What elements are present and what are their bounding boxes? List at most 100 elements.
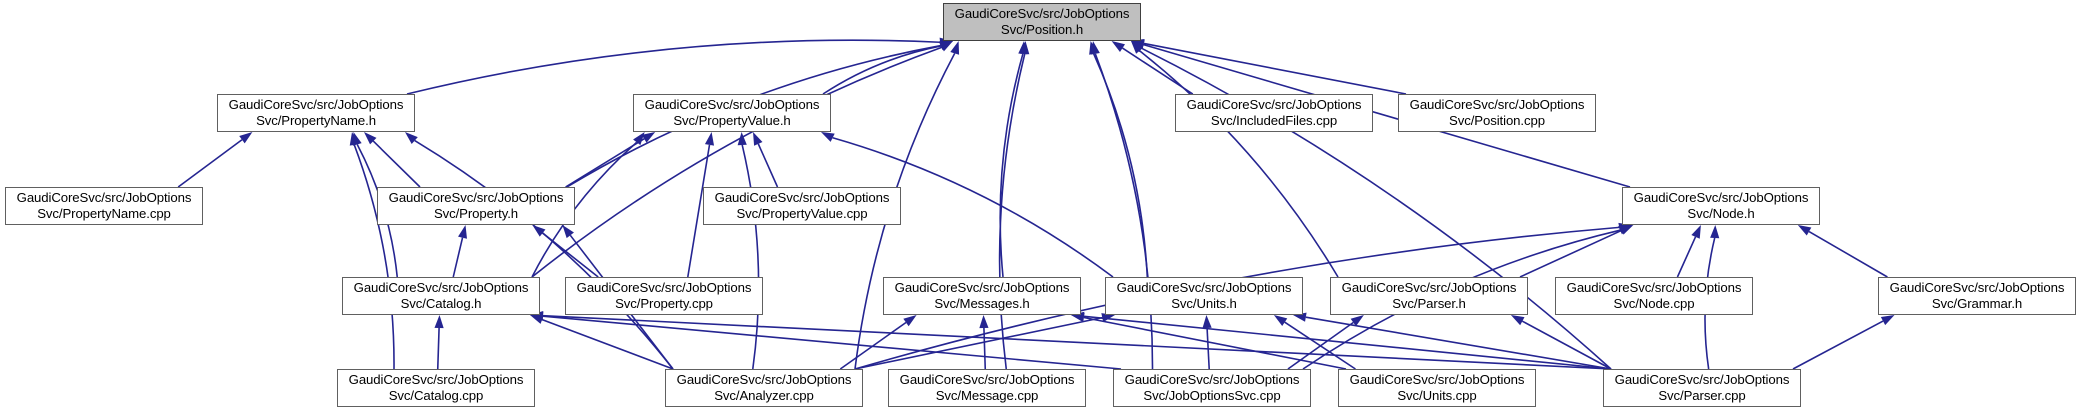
graph-edge-parser-cpp-to-grammar-h [1792, 315, 1895, 370]
edge-arrowhead [903, 315, 917, 327]
graph-node-analyzer-cpp[interactable]: GaudiCoreSvc/src/JobOptions Svc/Analyzer… [665, 369, 863, 407]
graph-edge-parser-h-to-node-h [1519, 225, 1634, 278]
edge-line [854, 316, 1103, 370]
graph-node-label: GaudiCoreSvc/src/JobOptions Svc/Node.h [1633, 190, 1809, 221]
edge-line [687, 144, 711, 278]
edge-line [1083, 315, 1612, 370]
edge-line [177, 139, 243, 188]
graph-node-includedfiles-cpp[interactable]: GaudiCoreSvc/src/JobOptions Svc/Included… [1175, 94, 1373, 132]
graph-node-node-h[interactable]: GaudiCoreSvc/src/JobOptions Svc/Node.h [1622, 187, 1820, 225]
graph-node-label: GaudiCoreSvc/src/JobOptions Svc/Position… [954, 6, 1130, 37]
graph-node-position-h[interactable]: GaudiCoreSvc/src/JobOptions Svc/Position… [943, 3, 1141, 41]
edge-line [1141, 47, 1612, 370]
graph-node-units-cpp[interactable]: GaudiCoreSvc/src/JobOptions Svc/Units.cp… [1338, 369, 1536, 407]
graph-node-label: GaudiCoreSvc/src/JobOptions Svc/Node.cpp [1566, 280, 1742, 311]
graph-edge-units-h-to-position-h [1089, 41, 1149, 278]
edge-line [1083, 316, 1347, 370]
edge-line [1521, 320, 1612, 370]
edge-arrowhead [1273, 315, 1288, 327]
edge-line [1143, 42, 1407, 95]
graph-node-joboptionssvc-cpp[interactable]: GaudiCoreSvc/src/JobOptions Svc/JobOptio… [1113, 369, 1311, 407]
edge-line [983, 327, 987, 370]
graph-node-position-cpp[interactable]: GaudiCoreSvc/src/JobOptions Svc/Position… [1398, 94, 1596, 132]
edge-arrowhead [1090, 41, 1100, 55]
graph-edge-propertyname-cpp-to-propertyname-h [177, 132, 253, 188]
edge-arrowhead [753, 132, 763, 146]
edge-arrowhead [939, 41, 953, 52]
graph-edge-analyzer-cpp-to-units-h [854, 313, 1115, 370]
graph-node-label: GaudiCoreSvc/src/JobOptions Svc/Parser.h [1341, 280, 1517, 311]
graph-edge-property-cpp-to-propertyvalue-h [687, 132, 715, 278]
edge-line [436, 327, 440, 370]
graph-node-message-cpp[interactable]: GaudiCoreSvc/src/JobOptions Svc/Message.… [888, 369, 1086, 407]
graph-node-units-h[interactable]: GaudiCoreSvc/src/JobOptions Svc/Units.h [1105, 277, 1303, 315]
graph-edge-propertyname-h-to-position-h [406, 37, 953, 95]
graph-node-parser-h[interactable]: GaudiCoreSvc/src/JobOptions Svc/Parser.h [1330, 277, 1528, 315]
graph-node-catalog-cpp[interactable]: GaudiCoreSvc/src/JobOptions Svc/Catalog.… [337, 369, 535, 407]
graph-node-label: GaudiCoreSvc/src/JobOptions Svc/Property… [388, 190, 564, 221]
edge-arrowhead [1797, 225, 1812, 236]
graph-node-parser-cpp[interactable]: GaudiCoreSvc/src/JobOptions Svc/Parser.c… [1603, 369, 1801, 407]
graph-edge-catalog-h-to-propertyvalue-h [531, 132, 645, 278]
graph-edge-catalog-cpp-to-catalog-h [434, 315, 444, 370]
edge-arrowhead [633, 132, 645, 146]
graph-node-label: GaudiCoreSvc/src/JobOptions Svc/Units.h [1116, 280, 1292, 311]
graph-node-label: GaudiCoreSvc/src/JobOptions Svc/Units.cp… [1349, 372, 1525, 403]
graph-node-label: GaudiCoreSvc/src/JobOptions Svc/Message.… [899, 372, 1075, 403]
graph-edge-grammar-h-to-node-h [1797, 225, 1888, 278]
graph-node-propertyvalue-h[interactable]: GaudiCoreSvc/src/JobOptions Svc/Property… [633, 94, 831, 132]
edge-arrowhead [1880, 315, 1895, 326]
edge-arrowhead [1202, 315, 1212, 329]
edge-line [1206, 327, 1210, 370]
edge-line [452, 237, 464, 278]
graph-node-property-cpp[interactable]: GaudiCoreSvc/src/JobOptions Svc/Property… [565, 277, 763, 315]
edge-arrowhead [1710, 225, 1720, 239]
edge-arrowhead [405, 132, 418, 145]
graph-node-grammar-h[interactable]: GaudiCoreSvc/src/JobOptions Svc/Grammar.… [1878, 277, 2076, 315]
graph-edge-catalog-cpp-to-propertyname-h [349, 132, 395, 370]
edge-line [1092, 53, 1149, 278]
graph-node-node-cpp[interactable]: GaudiCoreSvc/src/JobOptions Svc/Node.cpp [1555, 277, 1753, 315]
graph-node-label: GaudiCoreSvc/src/JobOptions Svc/JobOptio… [1124, 372, 1300, 403]
edge-arrowhead [562, 225, 574, 239]
graph-edge-parser-cpp-to-parser-h [1510, 315, 1612, 370]
edge-line [353, 144, 395, 370]
edge-line [372, 140, 421, 188]
graph-node-property-h[interactable]: GaudiCoreSvc/src/JobOptions Svc/Property… [377, 187, 575, 225]
graph-edge-parser-cpp-to-position-h [1131, 41, 1612, 370]
edge-arrowhead [1350, 315, 1364, 327]
edge-line [998, 53, 1026, 370]
edge-arrowhead [1691, 225, 1701, 239]
graph-edge-analyzer-cpp-to-propertyname-h [405, 132, 674, 370]
edge-line [832, 137, 1114, 278]
edge-arrowhead [349, 132, 359, 146]
edge-line [1676, 236, 1697, 278]
edge-arrowhead [434, 315, 444, 329]
edge-line [1519, 229, 1622, 278]
graph-edge-node-cpp-to-node-h [1676, 225, 1701, 278]
graph-node-catalog-h[interactable]: GaudiCoreSvc/src/JobOptions Svc/Catalog.… [342, 277, 540, 315]
edge-line [541, 318, 674, 370]
graph-node-label: GaudiCoreSvc/src/JobOptions Svc/Analyzer… [676, 372, 852, 403]
graph-node-propertyname-cpp[interactable]: GaudiCoreSvc/src/JobOptions Svc/Property… [5, 187, 203, 225]
graph-edge-property-h-to-propertyname-h [364, 132, 421, 188]
edge-line [757, 143, 779, 188]
graph-node-propertyvalue-cpp[interactable]: GaudiCoreSvc/src/JobOptions Svc/Property… [703, 187, 901, 225]
graph-edge-propertyvalue-cpp-to-propertyvalue-h [753, 132, 779, 188]
edge-arrowhead [950, 41, 960, 55]
graph-node-label: GaudiCoreSvc/src/JobOptions Svc/Property… [16, 190, 192, 221]
edge-line [531, 141, 638, 278]
edge-arrowhead [1131, 41, 1145, 53]
edge-arrowhead [1101, 313, 1115, 323]
edge-arrowhead [979, 315, 989, 329]
graph-edge-catalog-h-to-property-h [452, 225, 467, 278]
graph-node-label: GaudiCoreSvc/src/JobOptions Svc/Messages… [894, 280, 1070, 311]
graph-edge-position-cpp-to-position-h [1131, 38, 1407, 95]
graph-edge-units-h-to-propertyvalue-h [821, 132, 1114, 278]
graph-node-propertyname-h[interactable]: GaudiCoreSvc/src/JobOptions Svc/Property… [217, 94, 415, 132]
graph-node-messages-h[interactable]: GaudiCoreSvc/src/JobOptions Svc/Messages… [883, 277, 1081, 315]
edge-line [1143, 43, 1631, 188]
edge-arrowhead [1071, 311, 1085, 321]
edge-arrowhead [1020, 41, 1030, 55]
